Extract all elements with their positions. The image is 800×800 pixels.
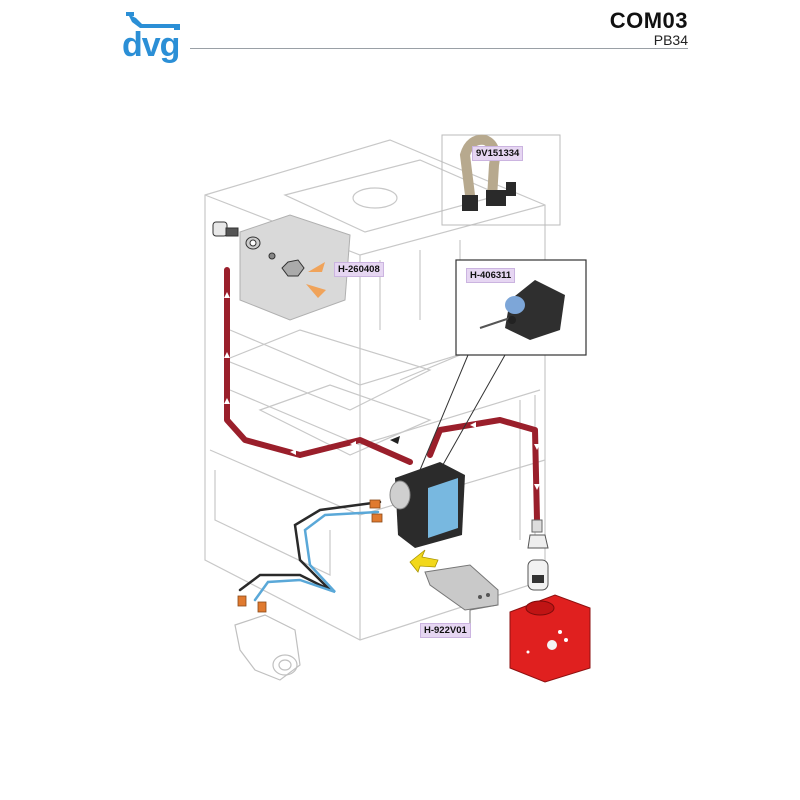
page-title: COM03 (609, 8, 688, 33)
mounting-bracket (424, 564, 499, 626)
dvg-logo: dvg (118, 8, 198, 68)
inlet-fitting (212, 221, 305, 277)
dishwasher-cabinet (204, 139, 546, 641)
part-label-h-260408: H-260408 (334, 262, 384, 277)
drain-hose (224, 267, 540, 523)
part-label-9v151334: 9V151334 (472, 146, 524, 161)
faucet-icon (126, 12, 180, 30)
callout-line (419, 354, 506, 471)
connectors (237, 499, 383, 613)
model-code: PB34 (653, 32, 688, 48)
spark-hint (306, 262, 326, 298)
direction-arrow (390, 436, 400, 444)
insert-arrow (409, 549, 439, 573)
header-divider (190, 48, 688, 49)
salt-tank (509, 594, 591, 683)
water-inlet-valve (234, 614, 301, 681)
tank-fitting (527, 519, 549, 591)
part-label-h-406311: H-406311 (466, 268, 516, 283)
pump-assembly (389, 462, 465, 548)
brand-name: dvg (122, 26, 180, 64)
wiring-harness (238, 500, 382, 602)
part-label-h-922v01: H-922V01 (420, 623, 471, 638)
hose-flow-arrows (224, 292, 540, 490)
